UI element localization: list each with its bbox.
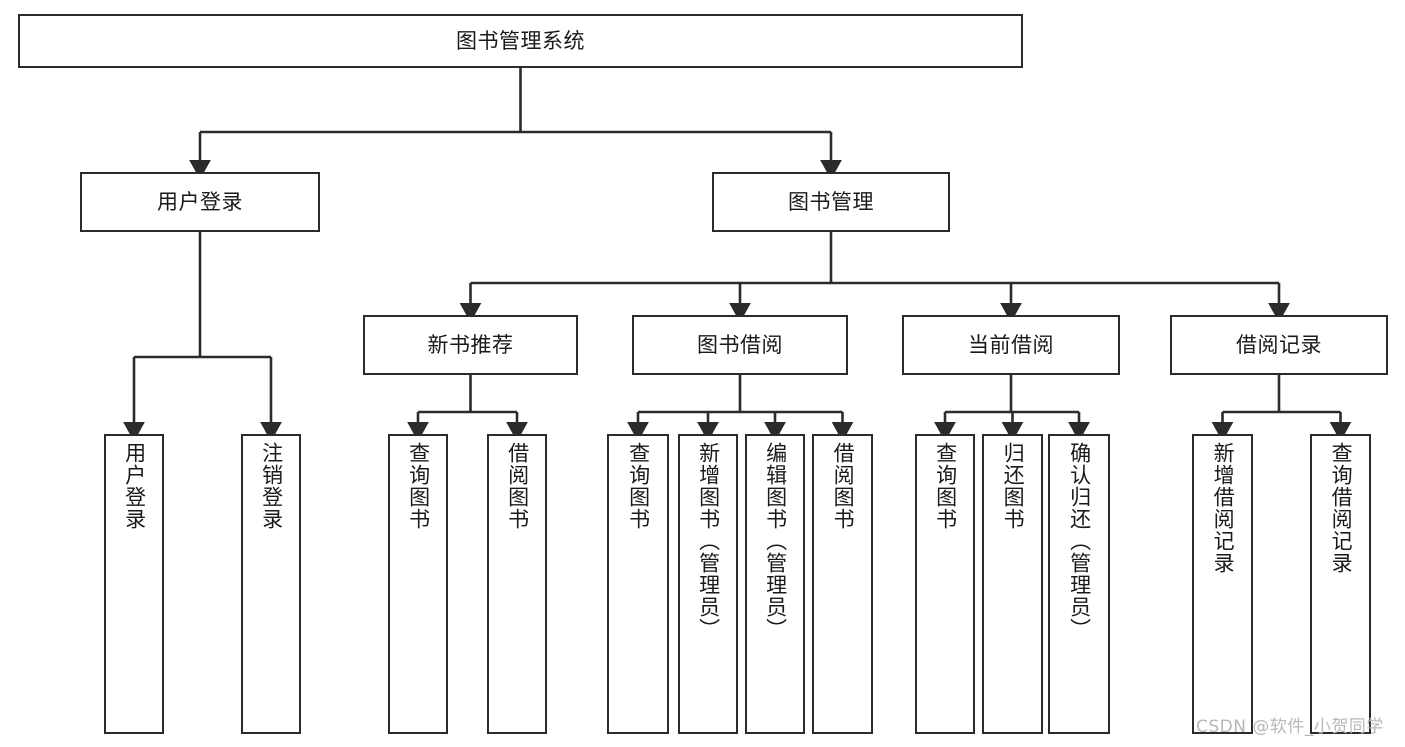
node-book-manage-label: 图书管理 xyxy=(788,189,874,214)
leaf-rec-query-book-label: 查询图书 xyxy=(406,442,431,530)
leaf-cur-query-book-label: 查询图书 xyxy=(933,442,958,530)
node-root-label: 图书管理系统 xyxy=(456,28,585,53)
leaf-rec-borrow-book-label: 借阅图书 xyxy=(505,442,530,530)
node-current-borrow[interactable]: 当前借阅 xyxy=(902,315,1120,375)
leaf-rec-add-record-label: 新增借阅记录 xyxy=(1211,442,1236,574)
leaf-user-login[interactable]: 用户登录 xyxy=(104,434,164,734)
leaf-borrow-borrow-book[interactable]: 借阅图书 xyxy=(812,434,873,734)
leaf-borrow-add-book-label: 新增图书（管理员） xyxy=(696,442,721,640)
node-root[interactable]: 图书管理系统 xyxy=(18,14,1023,68)
leaf-borrow-borrow-book-label: 借阅图书 xyxy=(831,442,856,530)
leaf-rec-borrow-book[interactable]: 借阅图书 xyxy=(487,434,547,734)
leaf-user-logout[interactable]: 注销登录 xyxy=(241,434,301,734)
node-borrow-record-label: 借阅记录 xyxy=(1236,332,1322,357)
leaf-rec-query-book[interactable]: 查询图书 xyxy=(388,434,448,734)
leaf-borrow-query-book[interactable]: 查询图书 xyxy=(607,434,669,734)
node-book-manage[interactable]: 图书管理 xyxy=(712,172,950,232)
leaf-rec-query-record[interactable]: 查询借阅记录 xyxy=(1310,434,1371,734)
leaf-cur-query-book[interactable]: 查询图书 xyxy=(915,434,975,734)
leaf-borrow-edit-book-label: 编辑图书（管理员） xyxy=(763,442,788,640)
leaf-rec-query-record-label: 查询借阅记录 xyxy=(1329,442,1354,574)
csdn-watermark: CSDN @软件_小贺同学 xyxy=(1196,717,1384,737)
leaf-cur-confirm-return[interactable]: 确认归还（管理员） xyxy=(1048,434,1110,734)
node-new-book-recommend[interactable]: 新书推荐 xyxy=(363,315,578,375)
node-new-book-recommend-label: 新书推荐 xyxy=(427,332,514,357)
node-current-borrow-label: 当前借阅 xyxy=(968,332,1054,357)
node-book-borrow-label: 图书借阅 xyxy=(697,332,783,357)
node-borrow-record[interactable]: 借阅记录 xyxy=(1170,315,1388,375)
leaf-rec-add-record[interactable]: 新增借阅记录 xyxy=(1192,434,1253,734)
leaf-cur-confirm-return-label: 确认归还（管理员） xyxy=(1067,442,1092,640)
leaf-user-logout-label: 注销登录 xyxy=(259,442,284,530)
node-user-login-label: 用户登录 xyxy=(157,189,243,214)
leaf-borrow-edit-book[interactable]: 编辑图书（管理员） xyxy=(745,434,805,734)
leaf-user-login-label: 用户登录 xyxy=(122,442,147,530)
leaf-cur-return-book-label: 归还图书 xyxy=(1001,442,1026,530)
leaf-borrow-add-book[interactable]: 新增图书（管理员） xyxy=(678,434,738,734)
node-user-login[interactable]: 用户登录 xyxy=(80,172,320,232)
leaf-borrow-query-book-label: 查询图书 xyxy=(626,442,651,530)
node-book-borrow[interactable]: 图书借阅 xyxy=(632,315,848,375)
leaf-cur-return-book[interactable]: 归还图书 xyxy=(982,434,1043,734)
